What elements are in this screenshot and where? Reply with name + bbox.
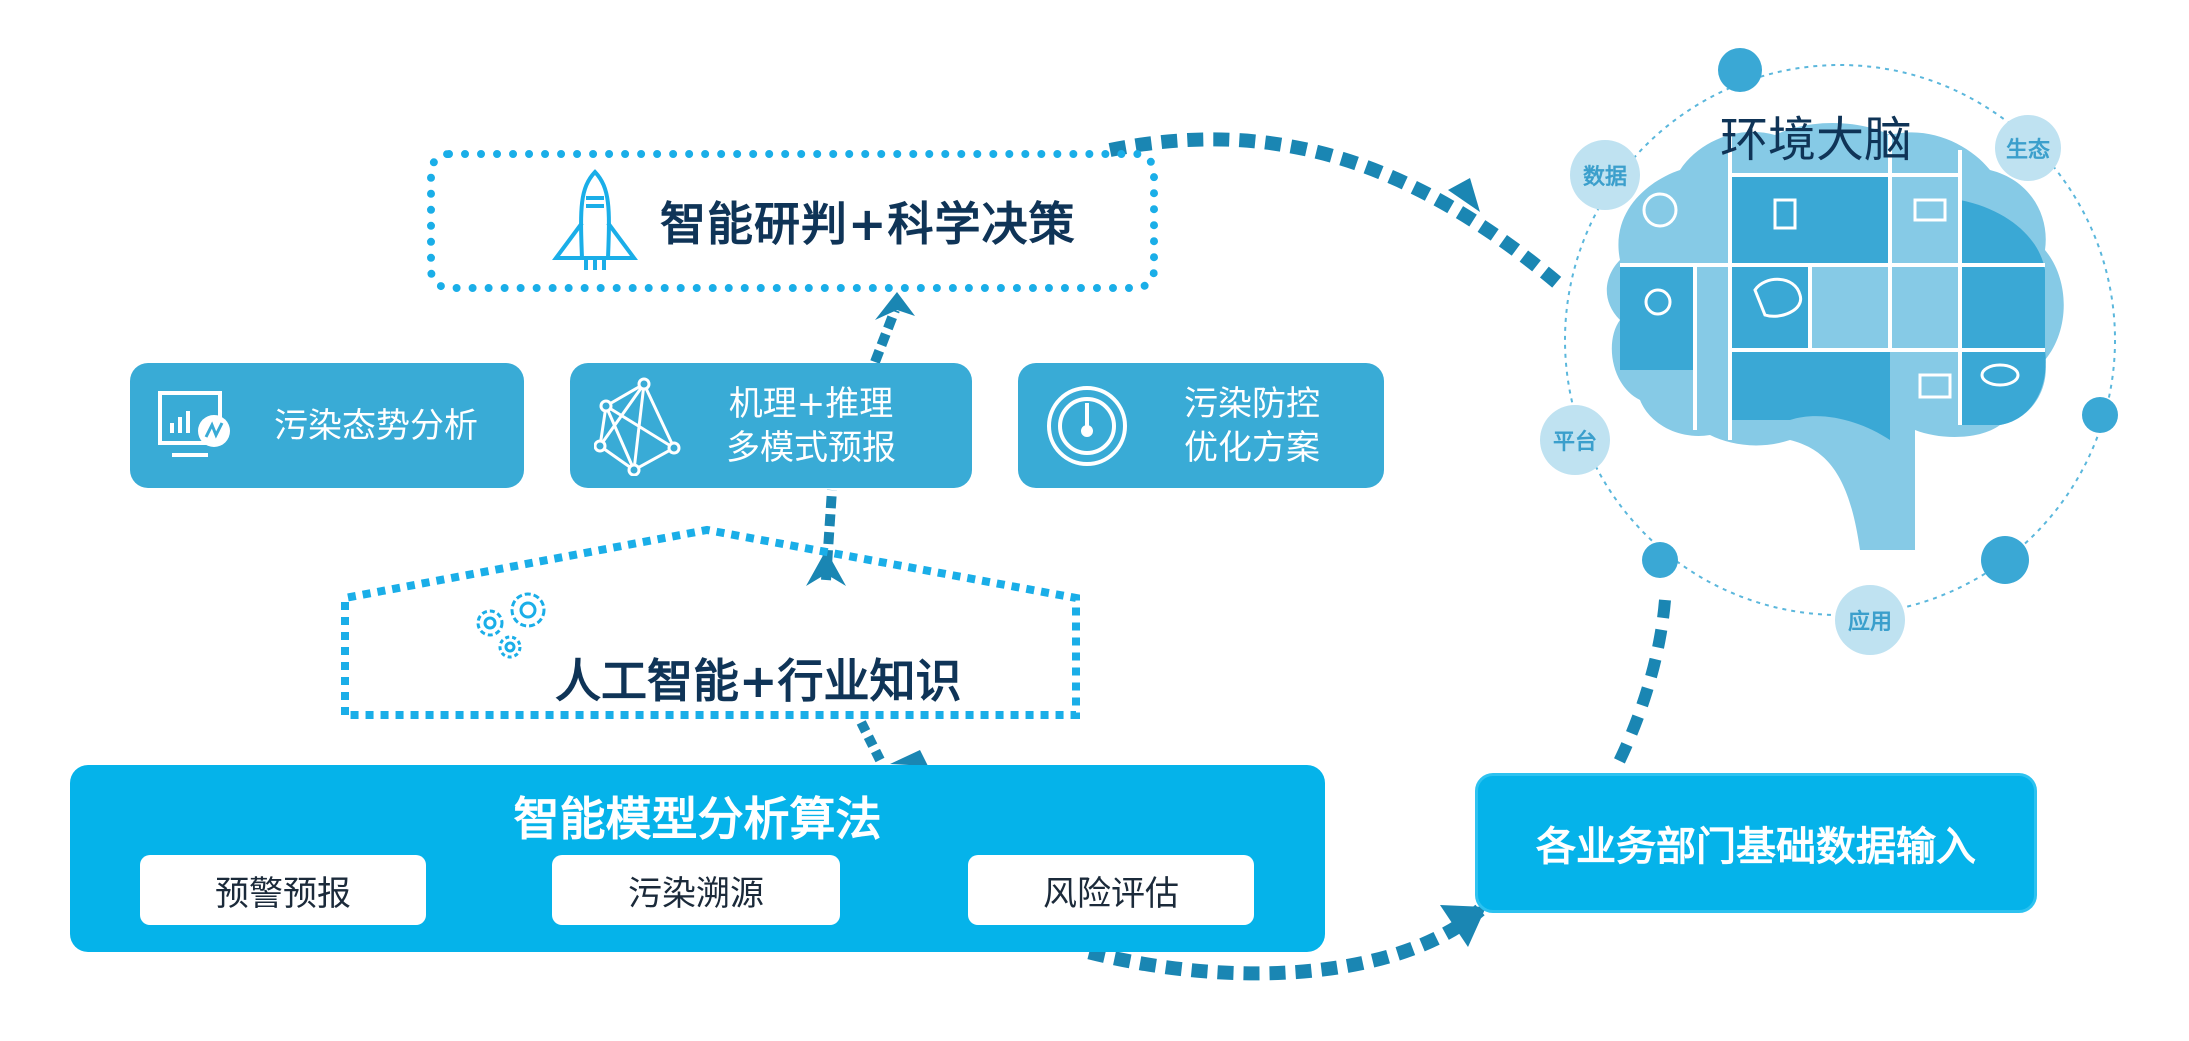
arrowhead-icon xyxy=(806,550,846,586)
flow-arrow-cards-to-decision xyxy=(870,308,900,364)
card-label-line2: 多模式预报 xyxy=(726,427,896,468)
rocket-icon xyxy=(552,169,638,270)
algorithms-title: 智能模型分析算法 xyxy=(513,792,882,846)
chat-icon xyxy=(1718,48,1762,92)
globe-icon xyxy=(1981,536,2029,584)
algorithm-item-risk-assessment[interactable]: 风险评估 xyxy=(968,855,1254,925)
card-pollution-situation[interactable]: 污染态势分析 xyxy=(130,363,524,488)
puzzle-piece xyxy=(1620,265,1695,370)
puzzle-piece xyxy=(1730,175,1890,265)
arrowhead-icon xyxy=(1448,178,1480,212)
flow-arrow-input-to-algorithms xyxy=(1078,904,1485,981)
gears-icon xyxy=(476,592,546,659)
arrowhead-icon xyxy=(1440,905,1486,947)
flow-arrow-brain-to-input xyxy=(1609,599,1671,773)
knowledge-title: 人工智能+行业知识 xyxy=(555,654,962,708)
gear-icon xyxy=(1644,288,1672,316)
card-label-line2: 优化方案 xyxy=(1184,427,1320,468)
flow-arrow-decision-to-brain xyxy=(1108,132,1565,291)
knowledge-frame xyxy=(341,525,1080,719)
eye-icon xyxy=(1980,363,2020,387)
card-label-line1: 污染防控 xyxy=(1184,383,1320,424)
flow-arrow-algorithms-to-knowledge xyxy=(855,717,885,763)
card-pollution-control[interactable]: 污染防控 优化方案 xyxy=(1018,363,1384,488)
brain-title: 环境大脑 xyxy=(1720,112,1913,168)
orbit-label-platform: 平台 xyxy=(1540,405,1610,475)
puzzle-piece xyxy=(1960,350,2046,425)
orbit-label-ecology: 生态 xyxy=(1995,115,2061,181)
orbit-label-data: 数据 xyxy=(1570,140,1640,210)
decision-frame xyxy=(427,150,1158,292)
algorithm-item-early-warning[interactable]: 预警预报 xyxy=(140,855,426,925)
brain-shape xyxy=(1606,122,2064,550)
brain-illustration xyxy=(1564,48,2118,616)
data-input-box[interactable]: 各业务部门基础数据输入 xyxy=(1475,773,2037,913)
pie-chart-icon xyxy=(1642,542,1678,578)
card-mechanism-forecast[interactable]: 机理+推理 多模式预报 xyxy=(570,363,972,488)
algorithm-item-source-tracing[interactable]: 污染溯源 xyxy=(552,855,840,925)
laptop-icon xyxy=(1913,198,1947,222)
arrowhead-icon xyxy=(875,292,915,320)
power-dial-icon xyxy=(1047,385,1127,466)
orbit-ring xyxy=(1564,64,2116,616)
network-icon xyxy=(594,377,681,476)
card-label-line1: 机理+推理 xyxy=(728,383,894,424)
pie-chart-icon xyxy=(2082,397,2118,433)
document-icon xyxy=(1773,198,1797,230)
monitor-chart-icon xyxy=(158,390,230,457)
flow-arrow-knowledge-to-cards xyxy=(821,489,837,581)
decision-title: 智能研判+科学决策 xyxy=(660,197,1076,251)
book-icon xyxy=(1918,373,1952,399)
puzzle-piece xyxy=(1730,350,1890,440)
orbit-label-application: 应用 xyxy=(1835,585,1905,655)
arrowhead-icon xyxy=(890,750,928,766)
puzzle-piece xyxy=(1960,200,2045,350)
card-label: 污染态势分析 xyxy=(274,405,478,446)
algorithms-panel: 智能模型分析算法 预警预报 污染溯源 风险评估 xyxy=(70,765,1325,952)
brain-icon xyxy=(1753,277,1803,318)
globe-icon xyxy=(1642,192,1678,228)
